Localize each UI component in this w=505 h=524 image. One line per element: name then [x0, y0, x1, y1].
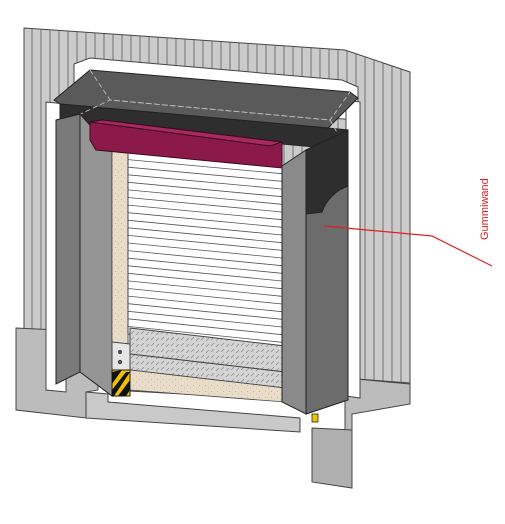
left-curtain-front-face: [79, 112, 113, 397]
shutter-slat: [127, 318, 283, 336]
housing-bar-highlight: [89, 119, 283, 147]
shutter-slat: [127, 265, 283, 282]
right-curtain-hood-transition: [305, 129, 349, 215]
side-reveal: [111, 149, 129, 353]
shutter-slat: [127, 212, 283, 228]
bumper-stripe: [112, 372, 130, 396]
shutter-slat: [127, 250, 283, 267]
shutter-slats: [127, 159, 283, 343]
foundation-right-base: [311, 427, 353, 489]
annotation-leader-line: [323, 225, 493, 267]
buffer-icon: [111, 369, 131, 397]
shutter-slat: [127, 159, 283, 175]
shutter-slat: [127, 174, 283, 190]
shutter-slat: [127, 272, 283, 290]
shutter-slat: [127, 219, 283, 236]
right-side-curtain: [281, 129, 349, 423]
annotation-label: Gummiwand: [479, 178, 491, 240]
shutter-slat: [127, 310, 283, 328]
bumper-stripe: [112, 370, 122, 384]
shutter-slat: [127, 235, 283, 251]
shutter-slat: [127, 280, 283, 297]
shutter-slat: [127, 181, 283, 198]
shutter-slat: [127, 189, 283, 205]
right-bottom-marker: [311, 413, 319, 423]
left-curtain-side-face: [55, 113, 81, 385]
leveler-side-bracket: [111, 341, 131, 373]
bracket-bolt: [117, 359, 123, 365]
shutter-slat: [127, 204, 283, 221]
hood-dashed-diagonal: [63, 99, 347, 149]
left-side-curtain: [55, 112, 113, 397]
bracket-bolt: [117, 349, 123, 355]
shutter-slat: [127, 242, 283, 259]
roller-shutter: [127, 151, 283, 351]
shutter-slat: [127, 303, 283, 320]
annotation: Gummiwand: [323, 178, 493, 267]
shutter-slat: [127, 257, 283, 274]
shutter-slat: [127, 295, 283, 313]
right-curtain-front-face: [281, 149, 307, 415]
bumper-stripe: [118, 380, 130, 396]
shutter-slat: [127, 227, 283, 244]
shutter-slat: [127, 166, 283, 182]
shutter-slat: [127, 288, 283, 305]
foundation-ground-front: [85, 391, 301, 433]
shutter-slat: [127, 197, 283, 213]
shutter-slat: [127, 326, 283, 343]
